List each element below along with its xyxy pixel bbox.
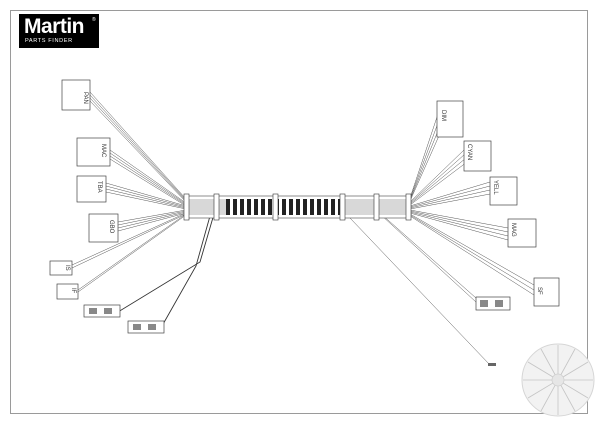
martin-parts-finder-logo: Martin ® PARTS FINDER	[19, 14, 99, 48]
connector-pan	[61, 79, 91, 111]
connector-sf	[533, 277, 560, 307]
connector-yell	[489, 176, 518, 206]
connector-labels: PAN MAC TBA GBO IS IF DIM CYAN YELL MAG …	[64, 92, 542, 295]
label-mag: MAG	[510, 223, 516, 237]
label-if: IF	[70, 288, 76, 294]
connectors-left	[49, 79, 119, 300]
wires-right	[349, 107, 535, 366]
connectors-right	[436, 100, 560, 307]
connector-mac	[76, 137, 111, 167]
label-cyan: CYAN	[466, 144, 472, 160]
logo-brand: Martin	[24, 15, 85, 38]
label-dim: DIM	[440, 110, 446, 121]
connector-tba	[76, 175, 107, 203]
connector-cyan	[463, 140, 492, 172]
cable-ties	[183, 193, 412, 221]
logo-subtitle: PARTS FINDER	[25, 38, 73, 44]
label-gbo: GBO	[108, 220, 114, 234]
connector-if	[56, 283, 79, 300]
connector-is	[49, 260, 73, 276]
connector-gbo	[88, 213, 119, 243]
wires-left	[71, 91, 187, 293]
label-tba: TBA	[96, 181, 102, 193]
label-sf: SF	[536, 287, 542, 295]
label-mac: MAC	[100, 144, 106, 158]
wire-terminal	[488, 363, 496, 366]
sensor-connectors	[83, 296, 511, 366]
connector-dim	[436, 100, 464, 138]
connector-mag	[507, 218, 537, 248]
label-pan: PAN	[82, 92, 88, 104]
label-yell: YELL	[492, 180, 498, 195]
label-is: IS	[64, 265, 70, 271]
watermark-disc	[521, 343, 595, 417]
